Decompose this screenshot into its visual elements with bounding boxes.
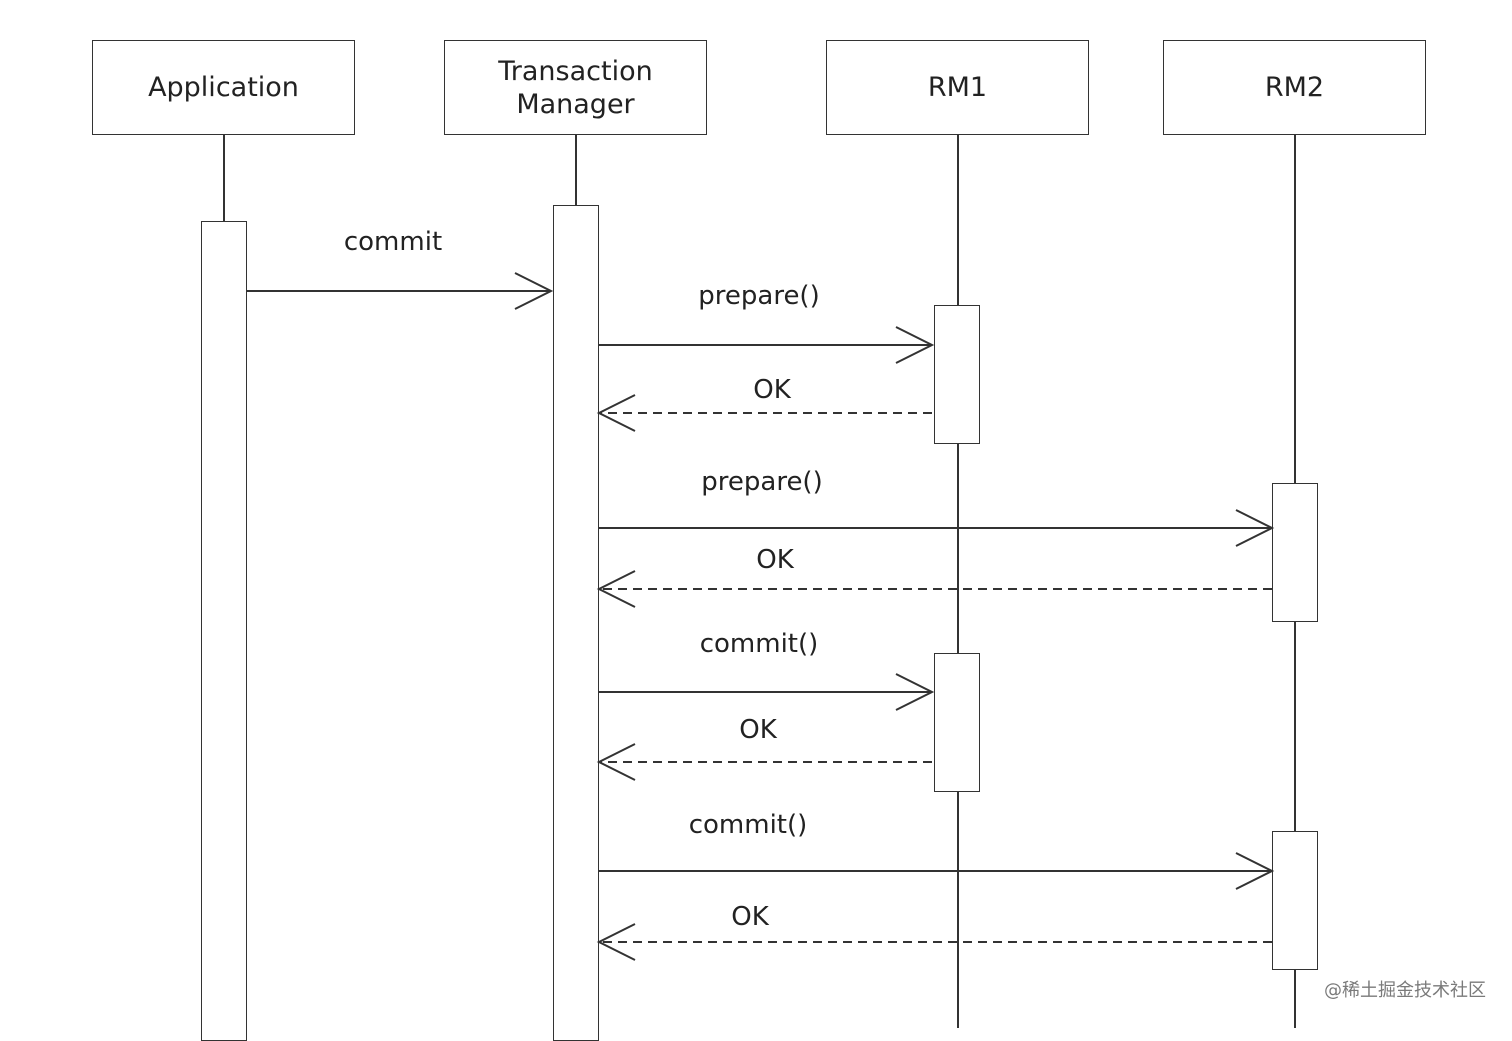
watermark: @稀土掘金技术社区 — [1324, 980, 1486, 1001]
arrowhead-commit-rm2 — [1235, 852, 1275, 890]
participant-rm2-label: RM2 — [1264, 72, 1325, 103]
arrowhead-ok-rm1-commit — [596, 743, 636, 781]
arrowhead-ok-rm2-commit — [596, 923, 636, 961]
activation-transaction-manager — [553, 205, 599, 1041]
label-ok-rm1-prepare: OK — [753, 375, 791, 405]
activation-rm2-prepare — [1272, 483, 1318, 622]
label-ok-rm1-commit: OK — [739, 715, 777, 745]
activation-application — [201, 221, 247, 1041]
arrowhead-commit-rm1 — [895, 673, 935, 711]
participant-transaction-manager-label-line2: Manager — [516, 88, 635, 120]
participant-transaction-manager: Transaction Manager — [444, 40, 707, 135]
participant-application: Application — [92, 40, 355, 135]
activation-rm2-commit — [1272, 831, 1318, 970]
participant-rm2: RM2 — [1163, 40, 1426, 135]
label-ok-rm2-prepare: OK — [756, 545, 794, 575]
lifeline-rm1 — [957, 135, 959, 1028]
arrowhead-prepare-rm1 — [895, 326, 935, 364]
label-prepare-rm2: prepare() — [701, 467, 823, 497]
participant-rm1: RM1 — [826, 40, 1089, 135]
activation-rm1-prepare — [934, 305, 980, 444]
label-commit: commit — [343, 227, 443, 257]
arrowhead-ok-rm1-prepare — [596, 394, 636, 432]
participant-transaction-manager-label-line1: Transaction — [498, 55, 653, 87]
label-commit-rm1: commit() — [699, 629, 819, 659]
label-ok-rm2-commit: OK — [731, 902, 769, 932]
arrowhead-ok-rm2-prepare — [596, 570, 636, 608]
activation-rm1-commit — [934, 653, 980, 792]
label-prepare-rm1: prepare() — [698, 281, 820, 311]
participant-application-label: Application — [148, 72, 299, 103]
label-commit-rm2: commit() — [688, 810, 808, 840]
arrowhead-prepare-rm2 — [1235, 509, 1275, 547]
participant-rm1-label: RM1 — [927, 72, 988, 103]
arrowhead-commit — [514, 272, 554, 310]
